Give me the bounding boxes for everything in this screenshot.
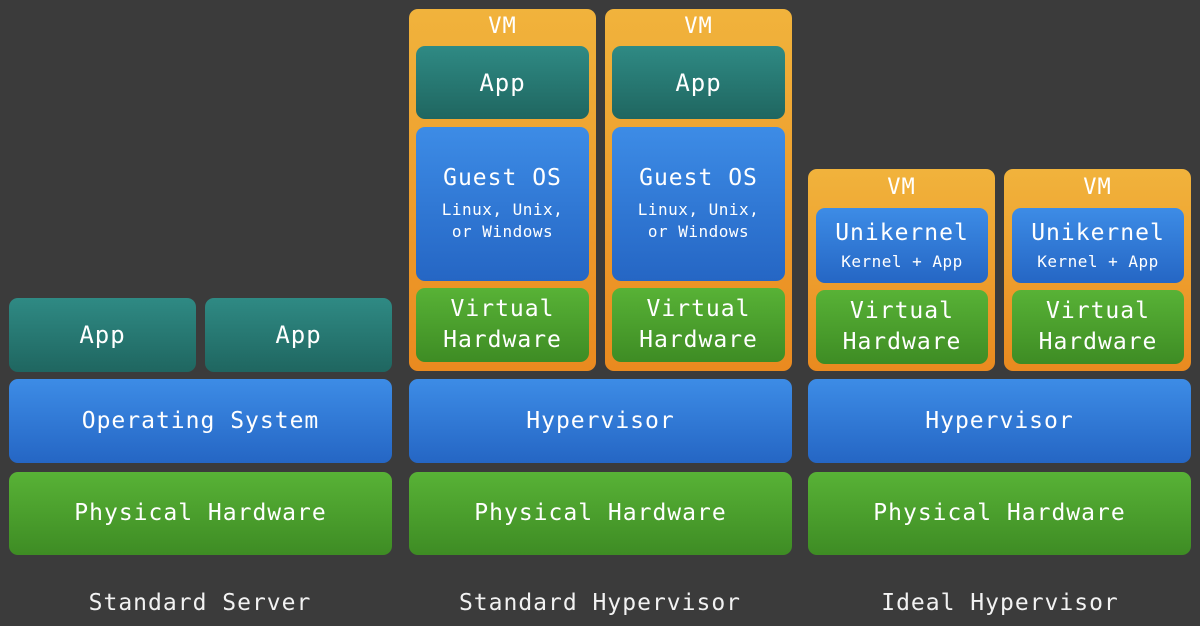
standard-server-caption: Standard Server: [88, 590, 312, 616]
virtual-hardware-line2: Hardware: [842, 329, 962, 355]
unikernel-title: Unikernel: [835, 220, 969, 246]
guest-os-line1: Linux, Unix,: [441, 200, 564, 219]
app-label: App: [275, 321, 322, 349]
virtual-hardware: Virtual Hardware: [416, 288, 589, 362]
virtual-hardware: Virtual Hardware: [816, 290, 988, 364]
ideal-hypervisor-vm-1: VM Unikernel Kernel + App Virtual Hardwa…: [808, 169, 995, 371]
vm-label: VM: [488, 14, 517, 39]
operating-system-layer: Operating System: [9, 379, 392, 463]
guest-os: Guest OS Linux, Unix, or Windows: [416, 127, 589, 281]
standard-server-app-2: App: [205, 298, 392, 372]
virtual-hardware-line2: Hardware: [1038, 329, 1158, 355]
guest-os-title: Guest OS: [443, 165, 562, 191]
vm-label: VM: [684, 14, 713, 39]
virtual-hardware-line2: Hardware: [639, 327, 758, 353]
unikernel: Unikernel Kernel + App: [816, 208, 988, 283]
hypervisor-label: Hypervisor: [526, 408, 675, 434]
unikernel-sub: Kernel + App: [841, 252, 963, 271]
guest-os: Guest OS Linux, Unix, or Windows: [612, 127, 785, 281]
virtual-hardware-line1: Virtual: [1046, 298, 1150, 324]
standard-hypervisor-layer: Hypervisor: [409, 379, 792, 463]
virtual-hardware-line1: Virtual: [646, 296, 751, 322]
ideal-hypervisor-layer: Hypervisor: [808, 379, 1191, 463]
virtual-hardware-line1: Virtual: [850, 298, 954, 324]
unikernel-sub: Kernel + App: [1037, 252, 1159, 271]
app-label: App: [675, 68, 722, 97]
hardware-label: Physical Hardware: [74, 500, 327, 526]
hypervisor-label: Hypervisor: [925, 408, 1074, 434]
app-label: App: [479, 68, 526, 97]
ideal-hypervisor-vm-2: VM Unikernel Kernel + App Virtual Hardwa…: [1004, 169, 1191, 371]
standard-server-app-1: App: [9, 298, 196, 372]
hardware-label: Physical Hardware: [873, 500, 1126, 526]
unikernel-title: Unikernel: [1031, 220, 1165, 246]
hardware-label: Physical Hardware: [474, 500, 727, 526]
standard-hypervisor-physical-hardware: Physical Hardware: [409, 472, 792, 555]
guest-os-line1: Linux, Unix,: [637, 200, 760, 219]
virtual-hardware: Virtual Hardware: [1012, 290, 1184, 364]
os-label: Operating System: [81, 408, 320, 434]
vm-app: App: [416, 46, 589, 119]
virtual-hardware: Virtual Hardware: [612, 288, 785, 362]
standard-hypervisor-vm-2: VM App Guest OS Linux, Unix, or Windows …: [605, 9, 792, 371]
virtual-hardware-line1: Virtual: [450, 296, 555, 322]
vm-label: VM: [1083, 175, 1112, 200]
guest-os-title: Guest OS: [639, 165, 758, 191]
virtual-hardware-line2: Hardware: [443, 327, 562, 353]
standard-hypervisor-caption: Standard Hypervisor: [458, 590, 742, 616]
ideal-hypervisor-caption: Ideal Hypervisor: [881, 590, 1119, 616]
ideal-hypervisor-physical-hardware: Physical Hardware: [808, 472, 1191, 555]
vm-label: VM: [887, 175, 916, 200]
vm-app: App: [612, 46, 785, 119]
guest-os-line2: or Windows: [647, 222, 750, 241]
standard-hypervisor-vm-1: VM App Guest OS Linux, Unix, or Windows …: [409, 9, 596, 371]
app-label: App: [79, 321, 126, 349]
standard-server-physical-hardware: Physical Hardware: [9, 472, 392, 555]
guest-os-line2: or Windows: [451, 222, 554, 241]
unikernel: Unikernel Kernel + App: [1012, 208, 1184, 283]
